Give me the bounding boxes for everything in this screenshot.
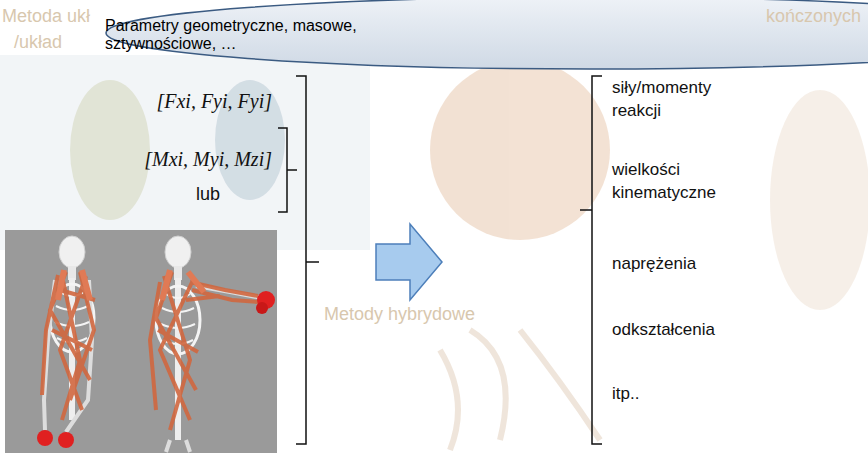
force-vector: [Fxi, Fyi, Fyi] xyxy=(156,90,272,113)
watermark-text: Metody hybrydowe xyxy=(324,304,475,325)
input-bracket xyxy=(296,76,319,444)
small-bracket xyxy=(278,128,297,212)
parameter-ellipse: Parametry geometryczne, masowe, sztywnoś… xyxy=(105,0,868,70)
watermark-text: Metoda ukł xyxy=(2,6,90,27)
musculoskeletal-model-picture xyxy=(5,230,277,453)
output-bracket xyxy=(580,76,602,444)
watermark-text: /układ xyxy=(14,32,62,53)
output-item: itp.. xyxy=(612,382,639,405)
output-item: odkształcenia xyxy=(612,318,715,341)
block-arrow xyxy=(376,224,442,300)
output-item: wielkości kinematyczne xyxy=(612,158,747,204)
ellipse-text: Parametry geometryczne, masowe, sztywnoś… xyxy=(105,17,405,53)
output-item: naprężenia xyxy=(612,252,696,275)
watermark-text: kończonych xyxy=(766,6,861,27)
or-text: lub xyxy=(196,184,220,205)
output-item: siły/momenty reakcji xyxy=(612,76,747,122)
moment-vector: [Mxi, Myi, Mzi] xyxy=(144,148,272,171)
